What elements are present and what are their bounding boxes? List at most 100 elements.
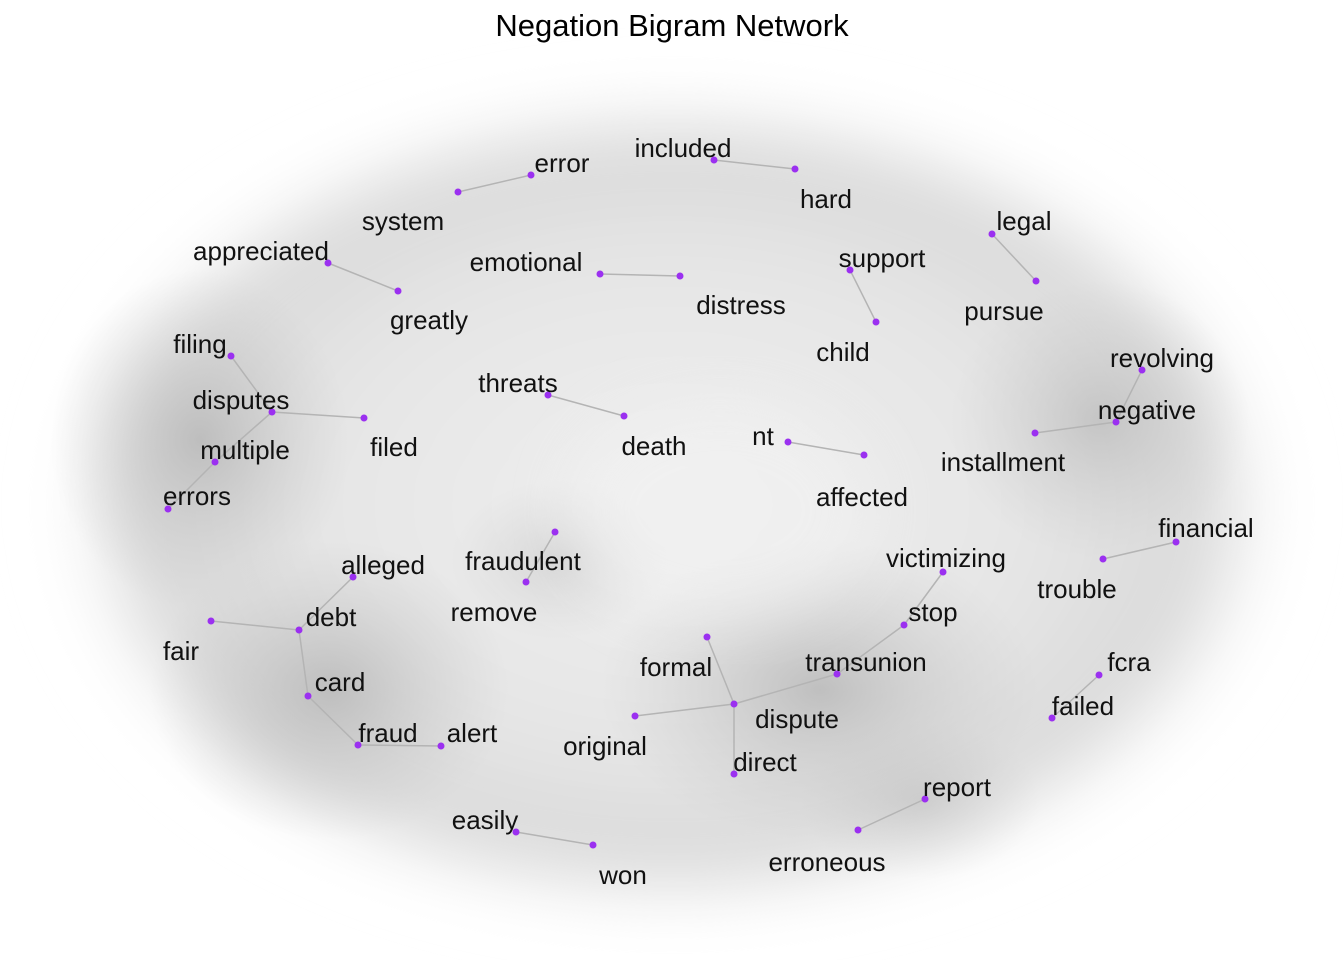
- node-alleged: [349, 573, 357, 581]
- node-distress: [676, 272, 684, 280]
- edge-transunion-dispute: [733, 673, 838, 705]
- label-failed: failed: [1052, 691, 1114, 721]
- edge-multiple-errors: [167, 461, 216, 510]
- label-support: support: [839, 243, 926, 273]
- label-disputes: disputes: [193, 385, 290, 415]
- node-victimizing: [939, 568, 947, 576]
- edge-support-child: [849, 269, 877, 323]
- label-remove: remove: [451, 597, 538, 627]
- label-fraud: fraud: [358, 718, 417, 748]
- node-death: [620, 412, 628, 420]
- label-nt: nt: [752, 421, 774, 451]
- node-won: [589, 841, 597, 849]
- edge-emotional-distress: [599, 273, 681, 277]
- edge-legal-pursue: [991, 233, 1037, 282]
- label-fair: fair: [163, 636, 199, 666]
- label-greatly: greatly: [390, 305, 468, 335]
- chart-title: Negation Bigram Network: [495, 8, 849, 43]
- node-installment: [1031, 429, 1039, 437]
- label-easily: easily: [452, 805, 518, 835]
- node-financial: [1172, 538, 1180, 546]
- node-debt: [295, 626, 303, 634]
- edge-card-fraud: [307, 695, 359, 746]
- labels-layer: errorsystemincludedhardappreciatedgreatl…: [163, 133, 1254, 890]
- node-fcra: [1095, 671, 1103, 679]
- edge-debt-card: [298, 629, 309, 697]
- edge-fcra-failed: [1051, 674, 1100, 719]
- node-multiple: [211, 458, 219, 466]
- edge-disputes-filed: [271, 411, 365, 419]
- edge-victimizing-stop: [903, 571, 944, 626]
- node-formal: [703, 633, 711, 641]
- label-erroneous: erroneous: [768, 847, 885, 877]
- node-card: [304, 692, 312, 700]
- label-filed: filed: [370, 432, 418, 462]
- node-filing: [227, 352, 235, 360]
- edge-erroneous-report: [857, 798, 926, 831]
- label-formal: formal: [640, 652, 712, 682]
- label-affected: affected: [816, 482, 908, 512]
- edge-easily-won: [515, 831, 594, 846]
- node-dispute: [730, 700, 738, 708]
- label-emotional: emotional: [470, 247, 583, 277]
- node-included: [710, 156, 718, 164]
- node-fraudulent: [551, 528, 559, 536]
- edge-trouble-financial: [1102, 541, 1177, 560]
- node-errors: [164, 505, 172, 513]
- edge-multiple-disputes: [214, 411, 273, 463]
- label-alert: alert: [447, 718, 498, 748]
- node-affected: [860, 451, 868, 459]
- label-revolving: revolving: [1110, 343, 1214, 373]
- node-fair: [207, 617, 215, 625]
- label-original: original: [563, 731, 647, 761]
- node-child: [872, 318, 880, 326]
- node-legal: [988, 230, 996, 238]
- label-fraudulent: fraudulent: [465, 546, 581, 576]
- label-hard: hard: [800, 184, 852, 214]
- label-negative: negative: [1098, 395, 1196, 425]
- label-victimizing: victimizing: [886, 543, 1006, 573]
- label-report: report: [923, 772, 992, 802]
- edge-fraud-alert: [357, 744, 442, 747]
- node-direct: [730, 770, 738, 778]
- node-filed: [360, 414, 368, 422]
- label-pursue: pursue: [964, 296, 1044, 326]
- node-erroneous: [854, 826, 862, 834]
- node-transunion: [833, 670, 841, 678]
- node-error: [527, 171, 535, 179]
- node-trouble: [1099, 555, 1107, 563]
- label-transunion: transunion: [805, 647, 926, 677]
- node-original: [631, 712, 639, 720]
- label-death: death: [621, 431, 686, 461]
- edge-formal-dispute: [706, 636, 735, 705]
- edge-filing-disputes: [230, 355, 273, 413]
- edge-nt-affected: [787, 441, 865, 456]
- nodes-layer: [164, 156, 1180, 849]
- node-support: [846, 266, 854, 274]
- node-negative: [1112, 418, 1120, 426]
- edge-fraudulent-remove: [525, 531, 556, 583]
- label-dispute: dispute: [755, 704, 839, 734]
- edge-original-dispute: [634, 703, 735, 717]
- node-revolving: [1138, 366, 1146, 374]
- label-multiple: multiple: [200, 435, 290, 465]
- node-alert: [437, 742, 445, 750]
- edge-stop-transunion: [836, 624, 905, 675]
- label-card: card: [315, 667, 366, 697]
- label-debt: debt: [306, 602, 357, 632]
- label-filing: filing: [173, 329, 226, 359]
- label-threats: threats: [478, 368, 558, 398]
- node-fraud: [354, 741, 362, 749]
- label-fcra: fcra: [1107, 647, 1151, 677]
- edges-layer: [167, 159, 1177, 846]
- edge-threats-death: [547, 394, 625, 417]
- node-easily: [512, 828, 520, 836]
- edge-appreciated-greatly: [327, 262, 399, 292]
- edge-fair-debt: [210, 620, 300, 631]
- node-appreciated: [324, 259, 332, 267]
- node-hard: [791, 165, 799, 173]
- label-included: included: [635, 133, 732, 163]
- node-disputes: [268, 408, 276, 416]
- edge-included-hard: [713, 159, 796, 170]
